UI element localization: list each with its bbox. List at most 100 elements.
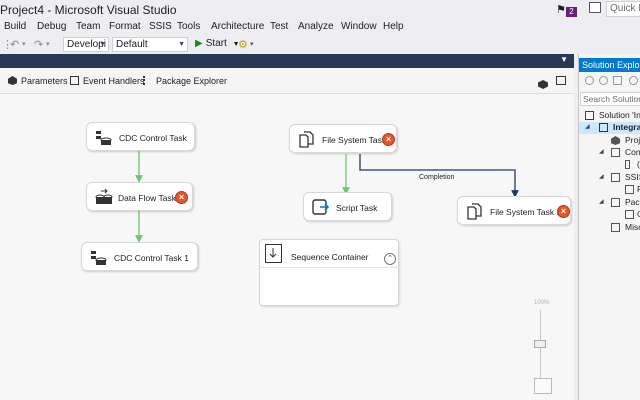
chevron-down-icon: ▼: [99, 41, 106, 48]
folder-icon: [611, 173, 620, 182]
start-label: Start: [205, 38, 227, 49]
solution-node[interactable]: Solution 'In: [579, 110, 640, 122]
expanded-icon: ◢: [585, 124, 590, 130]
chevron-down-icon: ▼: [232, 41, 240, 48]
menu-architecture[interactable]: Architecture: [211, 21, 265, 32]
window-title: Project4 - Microsoft Visual Studio: [0, 3, 177, 17]
menu-window[interactable]: Window: [341, 21, 377, 32]
feedback-icon[interactable]: [589, 2, 601, 13]
notifications-button[interactable]: ⚑ 2: [556, 3, 578, 17]
menu-help[interactable]: Help: [383, 21, 404, 32]
error-icon[interactable]: ×: [557, 205, 570, 218]
task-file-system[interactable]: File System Task ×: [289, 124, 397, 153]
solution-explorer: Solution Explorer Search Solution Soluti…: [578, 54, 640, 400]
file-system-task-icon: [466, 203, 484, 220]
play-icon: ▶: [195, 38, 203, 49]
quick-launch-input[interactable]: Quick La: [606, 1, 640, 17]
tab-event-handlers[interactable]: Event Handlers: [70, 76, 145, 86]
standard-toolbar: ⋮ ↶ ▾ ↷ ▾ Developi ▼ Default ▼ ▶Start ▼ …: [0, 36, 640, 54]
start-button[interactable]: ▶Start ▼: [195, 37, 240, 52]
sequence-container[interactable]: Sequence Container ⌃: [259, 239, 399, 306]
sequence-container-header: Sequence Container ⌃: [260, 240, 398, 268]
script-task-icon: [312, 199, 330, 216]
tree-item-project-params[interactable]: Proj: [579, 135, 640, 147]
tab-list-dropdown-icon[interactable]: ▼: [560, 55, 568, 64]
zoom-fit-icon[interactable]: [534, 378, 552, 394]
undo-dropdown-icon[interactable]: ▾: [22, 41, 26, 48]
refresh-icon[interactable]: [629, 76, 638, 85]
zoom-label: 100%: [534, 300, 550, 306]
menu-team[interactable]: Team: [76, 21, 101, 32]
menu-test[interactable]: Test: [270, 21, 289, 32]
home-icon[interactable]: [613, 76, 622, 85]
tree-item-misc[interactable]: Misc: [579, 222, 640, 234]
folder-icon: [611, 223, 620, 232]
variables-icon[interactable]: [538, 76, 548, 89]
task-cdc-control[interactable]: CDC Control Task: [86, 122, 195, 151]
expanded-icon: ◢: [599, 199, 604, 205]
toolbar-grip-icon: ⋮: [2, 39, 13, 51]
document-tab-strip: ▼: [0, 54, 574, 68]
tree-label: (: [637, 159, 640, 169]
menu-format[interactable]: Format: [109, 21, 141, 32]
control-flow-canvas[interactable]: CDC Control Task Data Flow Task × CDC Co…: [0, 94, 574, 400]
parameters-icon: [8, 76, 17, 85]
notification-badge: 2: [566, 7, 577, 17]
chevron-down-icon: ▼: [178, 41, 185, 48]
solution-explorer-title[interactable]: Solution Explorer: [579, 58, 640, 72]
task-file-system-1[interactable]: File System Task 1 ×: [457, 196, 571, 225]
collapse-icon[interactable]: ⌃: [384, 253, 396, 265]
task-label: File System Task: [322, 135, 387, 145]
back-icon[interactable]: [585, 76, 594, 85]
task-label: CDC Control Task: [119, 133, 187, 143]
redo-dropdown-icon[interactable]: ▾: [46, 41, 50, 48]
zoom-slider-thumb[interactable]: [534, 340, 546, 348]
cdc-control-task-icon: [95, 129, 113, 146]
undo-icon[interactable]: ↶: [10, 39, 20, 51]
tree-item-connections[interactable]: ◢ Con: [579, 147, 640, 159]
menu-debug[interactable]: Debug: [37, 21, 67, 32]
menu-ssis[interactable]: SSIS: [149, 21, 172, 32]
project-node[interactable]: ◢ Integra: [579, 122, 640, 134]
platform-value: Default: [116, 39, 148, 50]
tree-item-connection[interactable]: (: [579, 159, 640, 171]
menu-analyze[interactable]: Analyze: [298, 21, 334, 32]
menu-build[interactable]: Build: [4, 21, 27, 32]
tab-package-explorer[interactable]: Package Explorer: [143, 76, 227, 86]
solution-config-value: Developi: [67, 39, 106, 50]
solution-explorer-toolbar: [579, 72, 640, 90]
tree-label: Con: [625, 147, 640, 157]
expanded-icon: ◢: [599, 174, 604, 180]
solution-search-input[interactable]: Search Solution: [580, 92, 640, 106]
toolbar-overflow-icon[interactable]: ▾: [250, 41, 254, 48]
menu-tools[interactable]: Tools: [177, 21, 201, 32]
menu-bar: Build Debug Team Format SSIS Tools Archi…: [0, 20, 640, 36]
tab-event-handlers-label: Event Handlers: [83, 76, 145, 86]
solution-config-select[interactable]: Developi ▼: [63, 37, 109, 52]
grid-icon[interactable]: [556, 76, 566, 85]
constraint-fs-to-fs1[interactable]: [359, 154, 519, 198]
error-icon[interactable]: ×: [382, 133, 395, 146]
tree-item-control-flow[interactable]: C: [579, 209, 640, 221]
attach-icon[interactable]: ⚙: [238, 39, 248, 51]
tree-item-package-parts[interactable]: ◢ Pack: [579, 197, 640, 209]
platform-select[interactable]: Default ▼: [112, 37, 188, 52]
folder-icon: [611, 198, 620, 207]
tab-parameters[interactable]: Parameters: [8, 76, 68, 86]
package-icon: [625, 185, 634, 194]
redo-icon[interactable]: ↷: [34, 39, 44, 51]
task-data-flow[interactable]: Data Flow Task ×: [86, 182, 193, 211]
panel-splitter[interactable]: [574, 54, 578, 400]
tree-item-package[interactable]: P: [579, 184, 640, 196]
data-flow-task-icon: [95, 188, 113, 206]
forward-icon[interactable]: [599, 76, 608, 85]
error-icon[interactable]: ×: [175, 191, 188, 204]
tab-package-explorer-label: Package Explorer: [156, 76, 228, 86]
task-cdc-control-1[interactable]: CDC Control Task 1: [81, 242, 198, 271]
task-label: File System Task 1: [490, 207, 562, 217]
task-script[interactable]: Script Task: [303, 192, 392, 221]
cdc-control-task-icon: [90, 249, 108, 266]
tree-item-ssis-packages[interactable]: ◢ SSIS: [579, 172, 640, 184]
folder-icon: [611, 148, 620, 157]
solution-icon: [585, 111, 594, 120]
